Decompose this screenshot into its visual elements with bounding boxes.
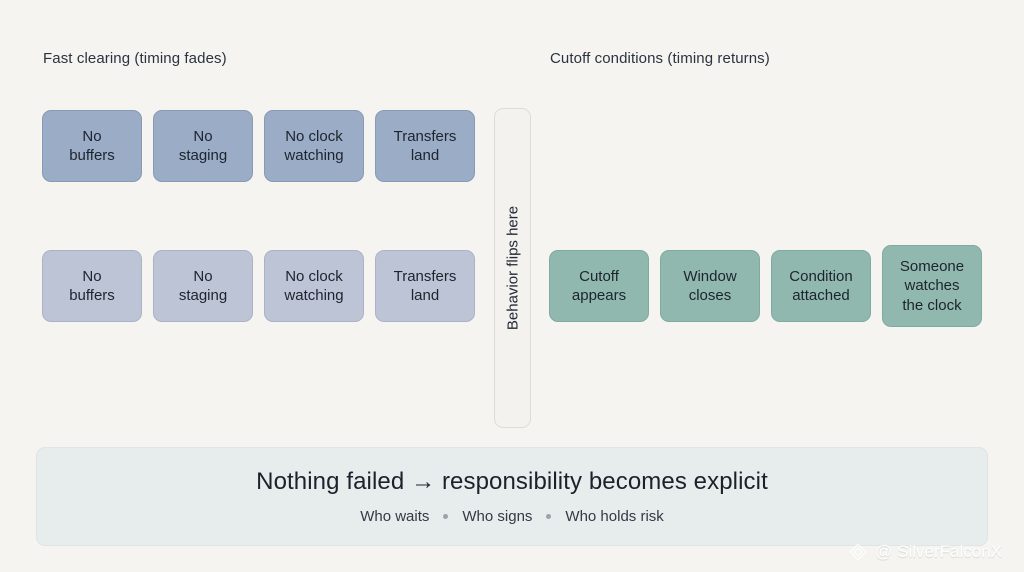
behavior-flip-label: Behavior flips here: [504, 205, 521, 331]
node-bottom-transfers-land[interactable]: Transfers land: [375, 250, 475, 322]
node-bottom-no-buffers[interactable]: No buffers: [42, 250, 142, 322]
node-top-transfers-land[interactable]: Transfers land: [375, 110, 475, 182]
node-top-no-staging[interactable]: No staging: [153, 110, 253, 182]
node-top-no-clock-watching[interactable]: No clock watching: [264, 110, 364, 182]
node-condition-attached[interactable]: Condition attached: [771, 250, 871, 322]
summary-item-who-holds-risk: Who holds risk: [565, 508, 664, 525]
node-window-closes[interactable]: Window closes: [660, 250, 760, 322]
summary-item-who-waits: Who waits: [360, 508, 430, 525]
column-heading-left: Fast clearing (timing fades): [43, 50, 227, 67]
node-top-no-buffers[interactable]: No buffers: [42, 110, 142, 182]
summary-subitems: Who waits Who signs Who holds risk: [360, 508, 664, 525]
node-cutoff-appears[interactable]: Cutoff appears: [549, 250, 649, 322]
behavior-flip-divider: Behavior flips here: [494, 108, 531, 428]
summary-banner: Nothing failed → responsibility becomes …: [36, 447, 988, 546]
column-heading-right: Cutoff conditions (timing returns): [550, 50, 770, 67]
node-bottom-no-clock-watching[interactable]: No clock watching: [264, 250, 364, 322]
summary-item-who-signs: Who signs: [462, 508, 533, 525]
separator-dot-icon: [546, 514, 552, 519]
separator-dot-icon: [443, 514, 449, 519]
node-someone-watches-the-clock[interactable]: Someone watches the clock: [882, 245, 982, 327]
summary-headline: Nothing failed → responsibility becomes …: [256, 468, 768, 495]
node-bottom-no-staging[interactable]: No staging: [153, 250, 253, 322]
